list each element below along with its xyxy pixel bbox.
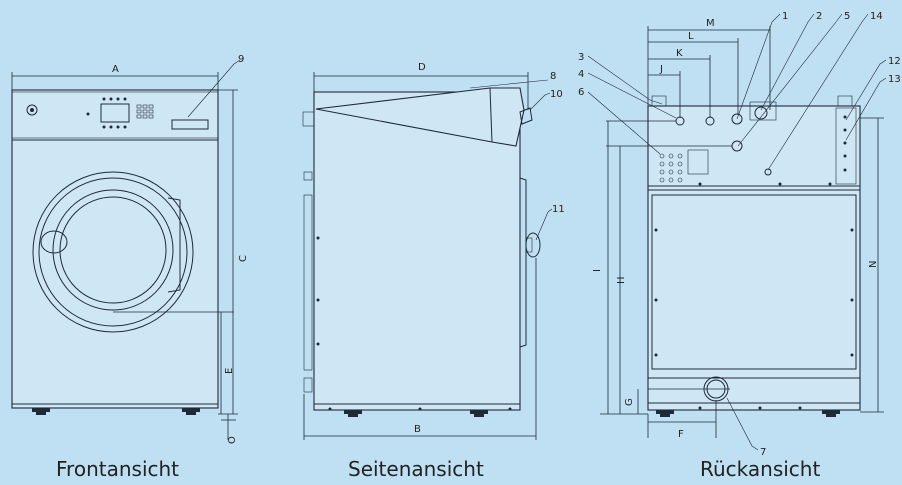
- rear-view-caption: Rückansicht: [700, 457, 820, 481]
- dim-E-label: E: [224, 368, 235, 374]
- dim-O-label: O: [227, 436, 238, 444]
- callout-12: 12: [888, 56, 901, 67]
- callout-9: 9: [238, 54, 244, 65]
- callout-2: 2: [816, 11, 822, 22]
- dim-M-label: M: [706, 18, 715, 29]
- front-view: A C E O 9 Frontansicht: [11, 54, 249, 481]
- side-body: [313, 91, 521, 411]
- rear-view: M L K J H I G F N 1 2: [578, 11, 901, 481]
- front-control-panel: [11, 91, 219, 139]
- front-view-caption: Frontansicht: [56, 457, 179, 481]
- side-handle-icon: [525, 232, 541, 258]
- coin-slot: [171, 119, 209, 130]
- keypad-icon: [136, 104, 154, 119]
- dim-A-label: A: [112, 64, 119, 75]
- callout-7: 7: [760, 447, 766, 458]
- callout-5: 5: [844, 11, 850, 22]
- front-body: [11, 89, 219, 409]
- callout-8: 8: [550, 71, 556, 82]
- dim-K-label: K: [676, 48, 683, 59]
- callout-11: 11: [552, 204, 565, 215]
- dim-G-label: G: [624, 398, 635, 406]
- door-hinge: [167, 197, 181, 293]
- side-view-caption: Seitenansicht: [348, 457, 484, 481]
- callout-3: 3: [578, 52, 584, 63]
- rear-panel: [651, 194, 857, 370]
- callout-4: 4: [578, 69, 584, 80]
- side-feet: [344, 410, 488, 417]
- dim-N-label: N: [868, 261, 879, 268]
- dim-D-label: D: [418, 62, 426, 73]
- door-glass: [52, 189, 174, 311]
- side-view: D B 8 10 11 Seitenansicht: [302, 62, 565, 481]
- inlet-icon: [731, 113, 743, 125]
- dim-B-label: B: [414, 424, 421, 435]
- door-handle: [40, 230, 68, 254]
- callout-1: 1: [782, 11, 788, 22]
- callout-10: 10: [550, 89, 563, 100]
- dim-F-label: F: [678, 429, 684, 440]
- door-outer-ring: [32, 171, 194, 333]
- front-feet: [32, 408, 200, 415]
- dim-L-label: L: [688, 31, 694, 42]
- dim-I-label: I: [592, 269, 603, 272]
- front-display: [100, 103, 130, 123]
- callout-14: 14: [870, 11, 883, 22]
- dim-J-label: J: [659, 64, 663, 75]
- rear-body: [647, 105, 861, 411]
- dim-H-label: H: [616, 276, 627, 284]
- dim-C-label: C: [238, 255, 249, 262]
- program-knob-icon: [26, 104, 38, 116]
- callout-6: 6: [578, 87, 584, 98]
- socket-grid: [659, 153, 683, 183]
- drain-valve-icon: [519, 107, 533, 125]
- callout-13: 13: [888, 74, 901, 85]
- rear-feet: [656, 406, 840, 417]
